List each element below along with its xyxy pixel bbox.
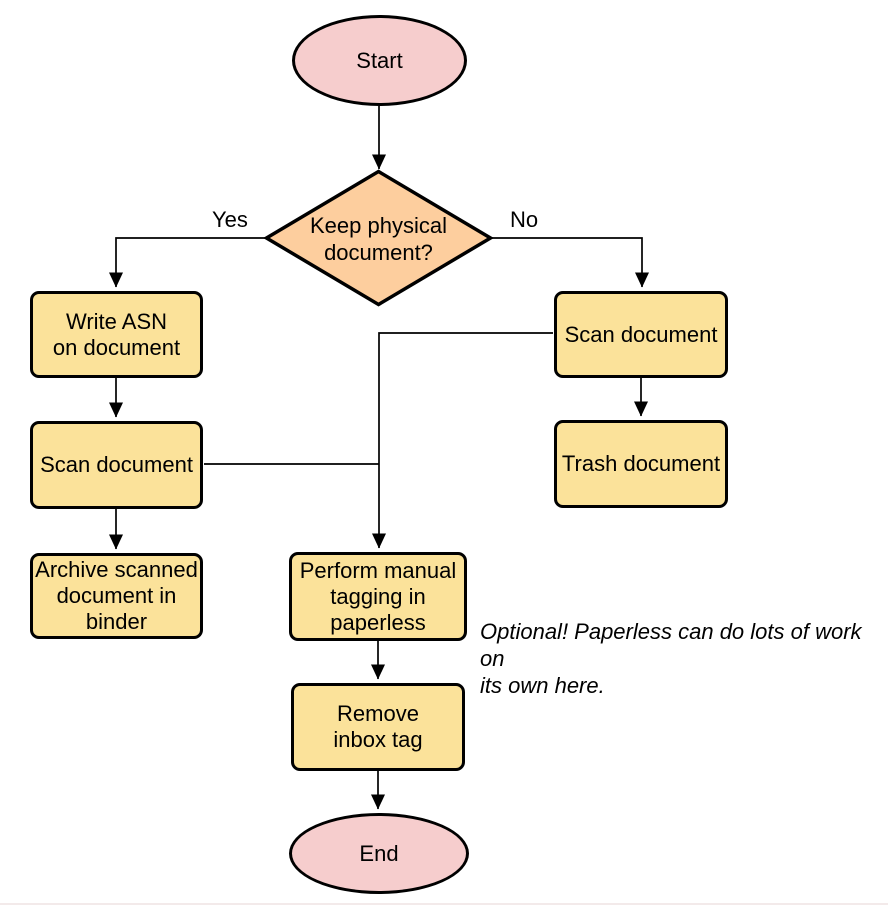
node-perform-tagging-label: Perform manual tagging in paperless — [299, 557, 457, 635]
decision-diamond-shape — [263, 169, 494, 307]
node-write-asn: Write ASN on document — [30, 291, 203, 378]
node-scan-left-label: Scan document — [40, 452, 193, 477]
node-remove-inbox-tag: Remove inbox tag — [291, 683, 465, 771]
edge-decision-to-scan-right — [491, 237, 649, 288]
node-scan-right: Scan document — [554, 291, 728, 378]
node-decision-label: Keep physical document? — [288, 210, 469, 267]
node-end-label: End — [359, 840, 399, 866]
node-write-asn-label: Write ASN on document — [52, 308, 181, 360]
annotation-optional-paperless: Optional! Paperless can do lots of work … — [480, 619, 862, 698]
edge-decision-to-write-asn — [109, 237, 266, 288]
node-perform-tagging: Perform manual tagging in paperless — [289, 552, 467, 641]
node-trash-label: Trash document — [561, 451, 721, 476]
node-start-label: Start — [356, 47, 403, 73]
node-archive: Archive scanned document in binder — [30, 553, 203, 639]
edge-label-no: No — [510, 207, 539, 232]
node-scan-right-label: Scan document — [564, 321, 718, 347]
edge-label-yes: Yes — [212, 207, 248, 232]
node-remove-inbox-tag-label: Remove inbox tag — [333, 701, 423, 752]
node-end: End — [289, 813, 469, 894]
bottom-rule — [0, 903, 888, 905]
node-archive-label: Archive scanned document in binder — [35, 557, 198, 634]
node-start: Start — [292, 15, 467, 106]
edge-scan-right-to-perform — [372, 332, 553, 549]
node-decision-text: Keep physical document? — [310, 212, 447, 265]
node-scan-left: Scan document — [30, 421, 203, 509]
node-trash: Trash document — [554, 420, 728, 508]
